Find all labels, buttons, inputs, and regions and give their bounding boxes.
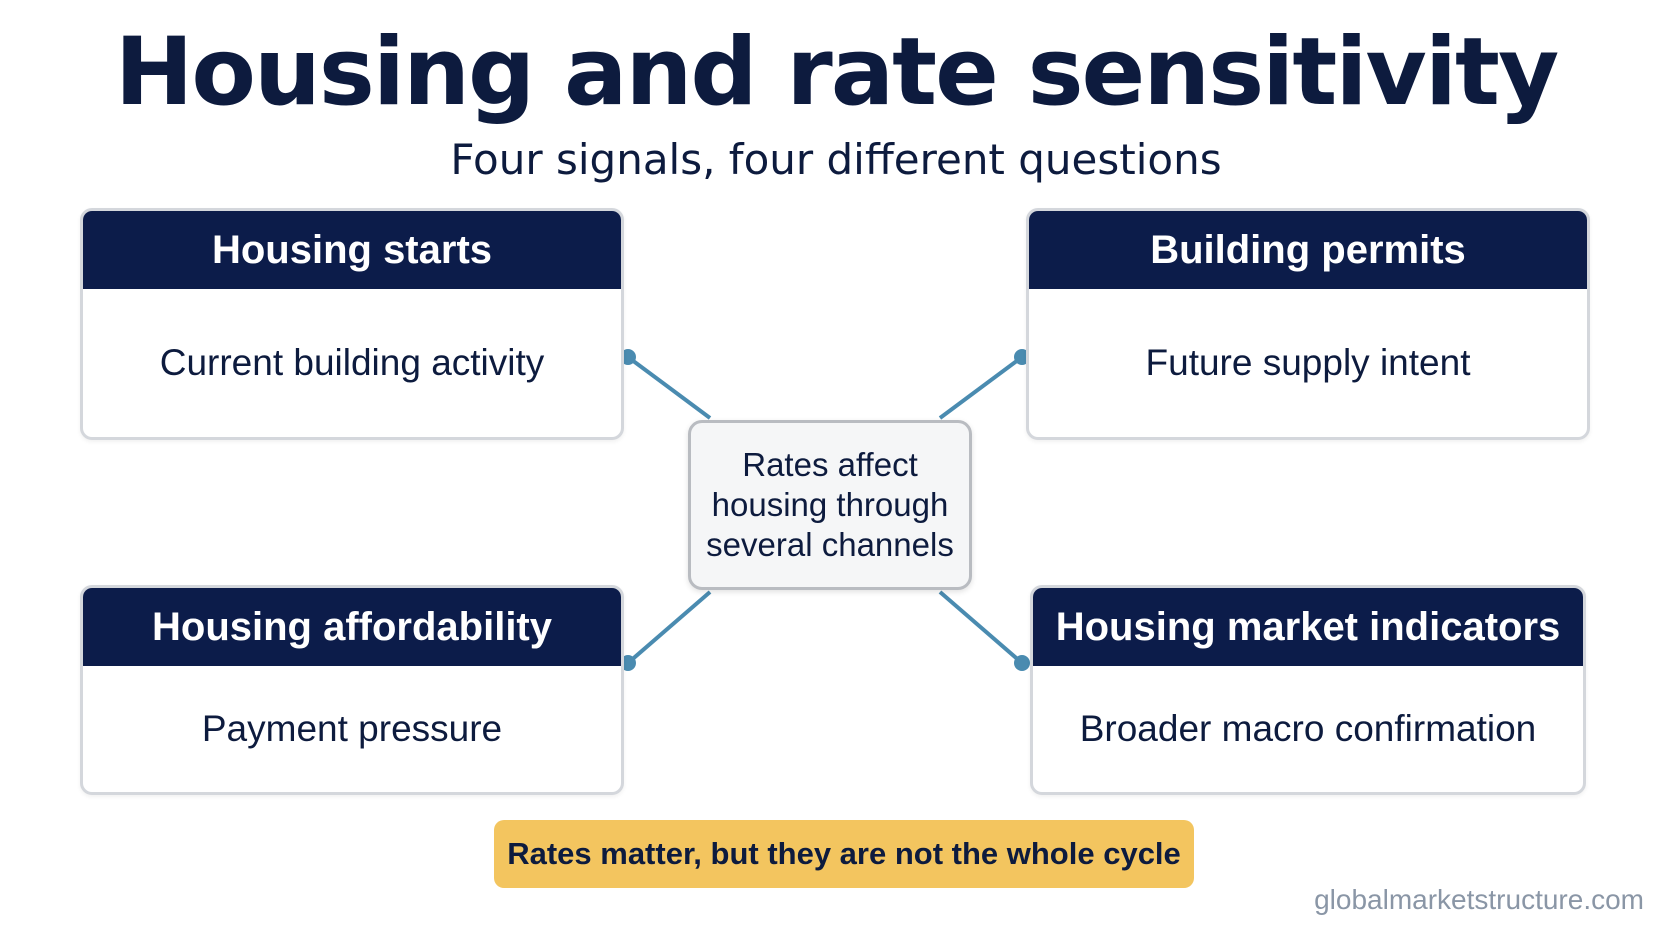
card-description: Future supply intent [1145, 342, 1471, 383]
connector-dot-bottom-left [620, 655, 636, 671]
connector-dot-bottom-right [1014, 655, 1030, 671]
card-housing-affordability: Housing affordability Payment pressure [80, 585, 624, 795]
site-watermark: globalmarketstructure.com [1314, 884, 1644, 915]
card-building-permits: Building permits Future supply intent [1026, 208, 1590, 440]
central-concept-box: Rates affect housing through several cha… [688, 420, 972, 590]
card-housing-starts: Housing starts Current building activity [80, 208, 624, 440]
connector-bottom-right [938, 590, 1024, 665]
card-title: Housing affordability [83, 588, 621, 666]
connector-dot-top-left [620, 349, 636, 365]
summary-banner: Rates matter, but they are not the whole… [494, 820, 1194, 888]
page-subtitle: Four signals, four different questions [450, 135, 1222, 184]
connector-bottom-left [626, 590, 712, 665]
card-description: Payment pressure [201, 708, 503, 749]
connector-top-right [938, 355, 1024, 420]
connector-top-left [626, 355, 712, 420]
card-title: Building permits [1029, 211, 1587, 289]
card-title: Housing market indicators [1033, 588, 1583, 666]
card-housing-market-indicators: Housing market indicators Broader macro … [1030, 585, 1586, 795]
card-description: Current building activity [159, 342, 545, 383]
card-description: Broader macro confirmation [1079, 708, 1537, 749]
page-title: Housing and rate sensitivity [114, 18, 1560, 127]
card-title: Housing starts [83, 211, 621, 289]
